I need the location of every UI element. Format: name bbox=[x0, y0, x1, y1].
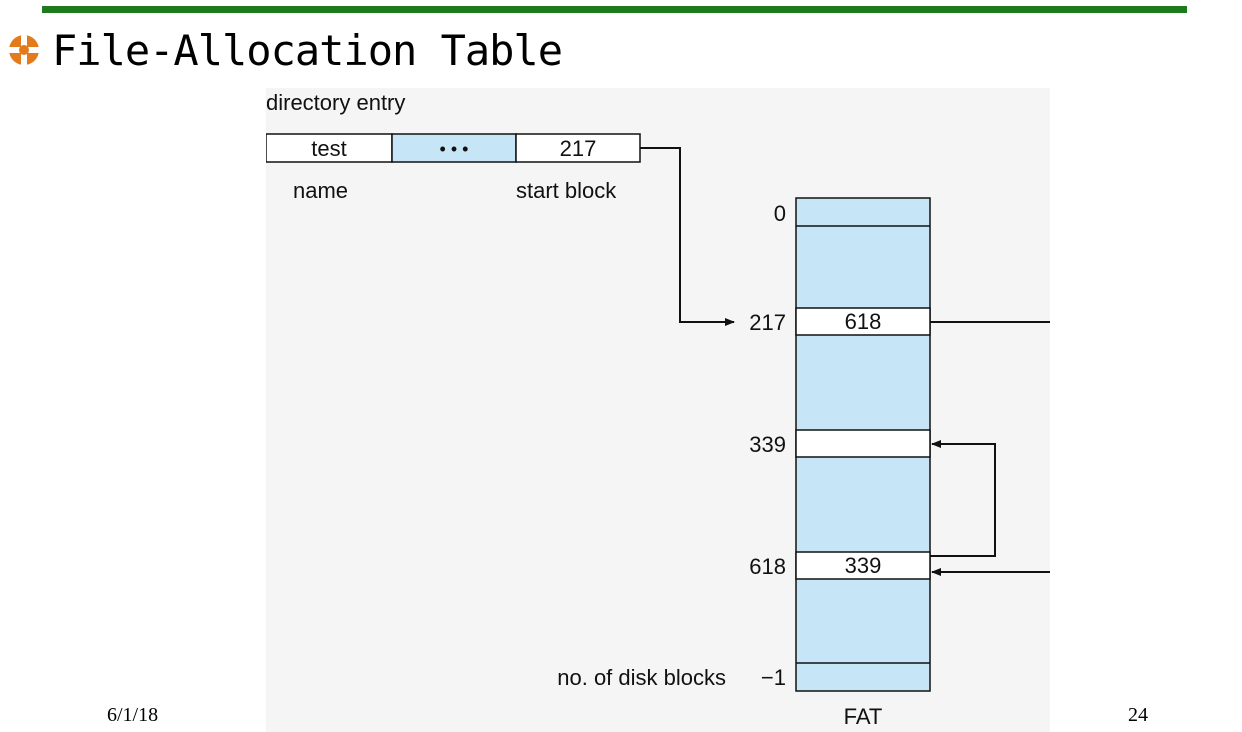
slide-title-row: File-Allocation Table bbox=[6, 22, 563, 78]
arrow-start-to-217 bbox=[640, 147, 735, 326]
fat-value-217: 618 bbox=[845, 309, 882, 334]
slide-title: File-Allocation Table bbox=[52, 25, 563, 75]
footer-date: 6/1/18 bbox=[107, 704, 159, 726]
fat-index-217: 217 bbox=[749, 310, 786, 335]
fat-index-618: 618 bbox=[749, 554, 786, 579]
arrow-217-to-618 bbox=[930, 321, 1050, 576]
entry-start-cell bbox=[515, 133, 641, 163]
entry-name-value: test bbox=[311, 136, 346, 161]
fat-index-last: −1 bbox=[761, 665, 786, 690]
fat-index-0: 0 bbox=[774, 201, 786, 226]
disk-blocks-label: no. of disk blocks bbox=[557, 665, 726, 690]
fat-diagram: directory entry test • • • 217 name star… bbox=[266, 88, 1050, 732]
entry-start-caption: start block bbox=[516, 178, 617, 203]
arrow-618-to-339 bbox=[930, 440, 996, 557]
directory-entry-label: directory entry bbox=[266, 90, 405, 115]
bullet-icon bbox=[9, 35, 39, 65]
fat-row-618 bbox=[795, 551, 931, 580]
fat-value-618: 339 bbox=[845, 553, 882, 578]
top-accent-bar bbox=[42, 6, 1187, 13]
fat-row-217 bbox=[795, 307, 931, 336]
entry-ellipsis: • • • bbox=[440, 139, 469, 159]
page-number: 24 bbox=[1128, 704, 1148, 726]
fat-caption: FAT bbox=[844, 704, 883, 729]
fat-index-339: 339 bbox=[749, 432, 786, 457]
fat-diagram-svg: directory entry test • • • 217 name star… bbox=[266, 90, 1050, 729]
entry-start-value: 217 bbox=[560, 136, 597, 161]
entry-name-caption: name bbox=[293, 178, 348, 203]
fat-row-339 bbox=[795, 429, 931, 458]
